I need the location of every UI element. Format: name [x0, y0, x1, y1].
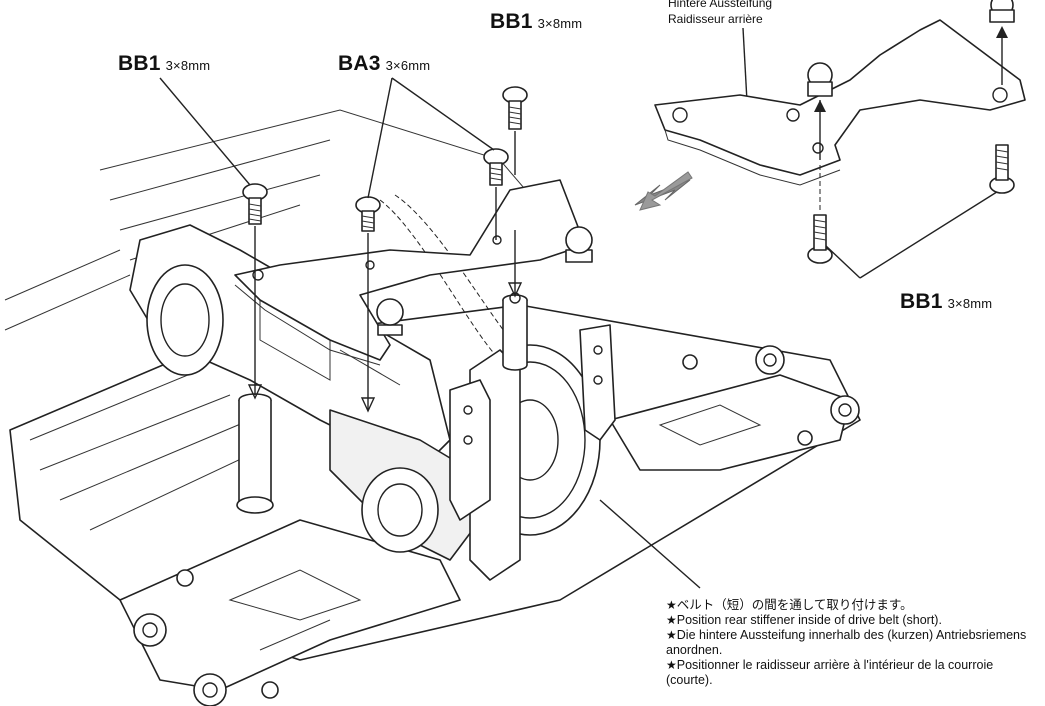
gearbox: [129, 224, 481, 561]
ball-connectors: [376, 226, 593, 336]
label-bb1-center-size: 3×8mm: [537, 16, 583, 31]
guide-lines: [247, 131, 523, 413]
exploded-hardware: [807, 0, 1015, 264]
note-star: ★: [666, 628, 677, 642]
uprights: [449, 324, 616, 521]
note-german: ★Die hintere Aussteifung innerhalb des (…: [666, 628, 1042, 658]
screw-bb1-center: [502, 86, 528, 130]
left-suspension-arm: [119, 519, 461, 706]
label-ba3-size: 3×6mm: [385, 58, 431, 73]
left-post: [236, 393, 274, 514]
label-bb1-center-code: BB1: [490, 10, 533, 33]
screw-ba3-2: [483, 148, 509, 186]
rear-stiffener-installed: [234, 179, 586, 366]
note-star: ★: [666, 598, 677, 612]
note-star: ★: [666, 658, 677, 672]
label-ba3-code: BA3: [338, 52, 381, 75]
direction-arrow: [634, 171, 693, 211]
label-bb1-right-code: BB1: [900, 290, 943, 313]
label-bb1-left-size: 3×8mm: [165, 58, 211, 73]
right-suspension-arm: [609, 345, 860, 471]
label-bb1-left-code: BB1: [118, 52, 161, 75]
note-english: ★Position rear stiffener inside of drive…: [666, 613, 1042, 628]
label-bb1-right: BB1 3×8mm: [900, 290, 992, 314]
screws: [242, 86, 528, 232]
label-bb1-left: BB1 3×8mm: [118, 52, 210, 76]
screw-bb1-left: [242, 183, 268, 225]
rear-stiffener-exploded: [654, 19, 1026, 186]
note-text: Die hintere Aussteifung innerhalb des (k…: [666, 628, 1027, 657]
label-ba3: BA3 3×6mm: [338, 52, 430, 76]
screw-ba3: [355, 196, 381, 232]
note-text: Positionner le raidisseur arrière à l'in…: [666, 658, 994, 687]
mid-post: [502, 294, 528, 371]
label-bb1-center: BB1 3×8mm: [490, 10, 582, 34]
part-name-german: Hintere Aussteifung: [668, 0, 773, 10]
assembly-notes: ★ベルト（短）の間を通して取り付けます。 ★Position rear stif…: [666, 598, 1042, 688]
label-bb1-right-size: 3×8mm: [947, 296, 993, 311]
note-french: ★Positionner le raidisseur arrière à l'i…: [666, 658, 1042, 688]
part-name-french: Raidisseur arrière: [668, 12, 763, 26]
leader-lines: [159, 27, 1001, 589]
note-japanese: ★ベルト（短）の間を通して取り付けます。: [666, 598, 1042, 613]
note-star: ★: [666, 613, 677, 627]
note-text: ベルト（短）の間を通して取り付けます。: [676, 598, 913, 612]
note-text: Position rear stiffener inside of drive …: [676, 613, 942, 627]
